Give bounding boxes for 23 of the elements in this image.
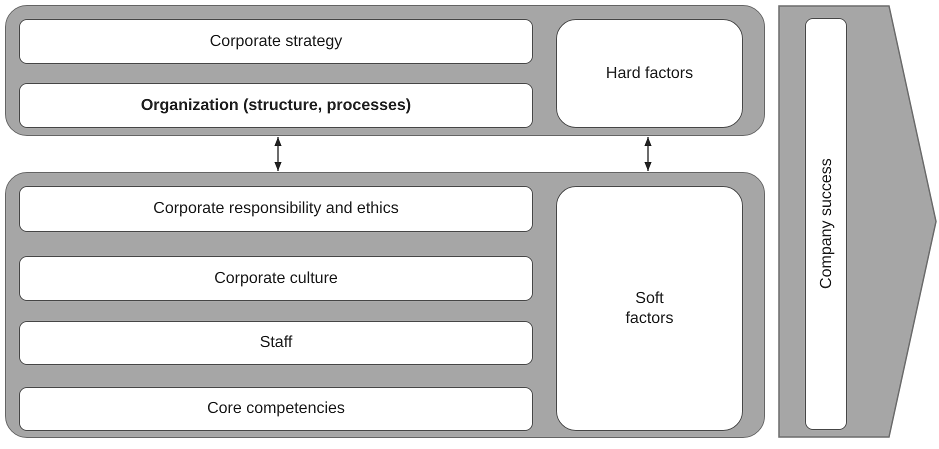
factor-box [19, 186, 533, 232]
double-arrow [274, 137, 282, 171]
box-label: Hard factors [606, 64, 694, 84]
double-arrow [644, 137, 652, 171]
panel-background [5, 172, 765, 438]
box-label: Corporate strategy [210, 32, 342, 52]
vertical-label-box [805, 18, 847, 430]
factor-box [19, 321, 533, 365]
box-label: Staff [260, 333, 292, 353]
factor-box [19, 256, 533, 301]
factor-box [19, 19, 533, 64]
factor-box [19, 83, 533, 128]
factor-box [19, 387, 533, 431]
factor-box [556, 186, 743, 431]
box-label: Corporate culture [214, 268, 338, 288]
panel-background [5, 5, 765, 136]
arrow-shape [778, 5, 937, 438]
box-label: Company success [816, 158, 836, 290]
factor-box [556, 19, 743, 128]
box-label: Core competencies [207, 399, 345, 419]
box-label: Organization (structure, processes) [140, 96, 412, 116]
box-label: Soft factors [624, 289, 674, 328]
box-label: Corporate responsibility and ethics [153, 199, 399, 219]
